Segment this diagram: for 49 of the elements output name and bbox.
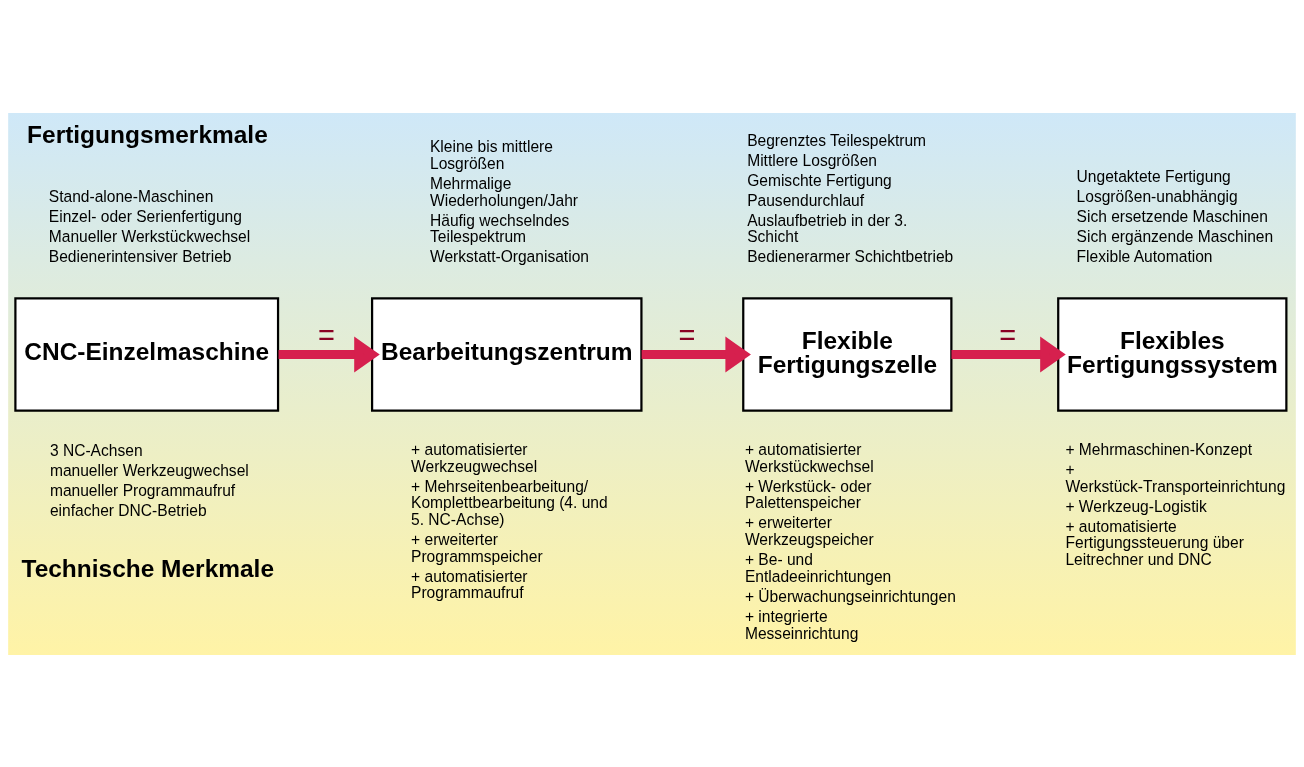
- node-label: Kleine bis mittlere Losgrößen: [429, 137, 553, 172]
- node-label: Häufig wechselndes Teilespektrum: [429, 211, 570, 245]
- node-label: Begrenztes Teilespektrum: [747, 131, 927, 148]
- node-label: Sich ersetzende Maschinen: [1076, 207, 1268, 225]
- node-label: Pausendurchlauf: [747, 191, 865, 209]
- node-box: Flexibles Fertigungssystem: [1057, 296, 1288, 412]
- node-label: Losgrößen-unabhängig: [1076, 187, 1238, 205]
- node-label: + automatisierter Programmaufruf: [411, 567, 528, 601]
- node-label: + Werkstück- oder Palettenspeicher: [744, 477, 872, 511]
- node-label: Mittlere Losgrößen: [747, 151, 878, 169]
- node-label: + erweiterter Werkzeugspeicher: [744, 513, 874, 548]
- node-label: Flexible Automation: [1076, 247, 1213, 265]
- node-label: + Werkstück-Transporteinrichtung: [1065, 460, 1286, 495]
- node-label: + automatisierter Werkstückwechsel: [744, 440, 874, 475]
- node-box: Flexible Fertigungszelle: [742, 296, 953, 412]
- node-label: manueller Programmaufruf: [49, 481, 236, 499]
- node-label: Ungetaktete Fertigung: [1076, 167, 1231, 185]
- arrow: [641, 336, 751, 372]
- arrow: [951, 336, 1066, 372]
- node-label: + Mehrseitenbearbeitung/ Komplettbearbeitung (4. und 5. NC-Achse): [411, 477, 608, 528]
- node-box: CNC-Einzelmaschine: [14, 296, 280, 412]
- node-label: Gemischte Fertigung: [747, 171, 892, 189]
- node-label: Manueller Werkstückwechsel: [48, 227, 251, 245]
- node-label: Bedienerarmer Schichtbetrieb: [747, 247, 954, 265]
- node-label: Bedienerintensiver Betrieb: [48, 247, 232, 265]
- edge-label: =: [999, 318, 1017, 351]
- label: Technische Merkmale: [21, 554, 275, 582]
- node-label: Sich ergänzende Maschinen: [1076, 227, 1274, 245]
- edge-label: =: [318, 318, 335, 351]
- node-label: + Mehrmaschinen-Konzept: [1065, 440, 1253, 458]
- node-label: Stand-alone-Maschinen: [48, 187, 214, 205]
- node-label: einfacher DNC-Betrieb: [49, 501, 207, 519]
- node-label: manueller Werkzeugwechsel: [49, 461, 249, 479]
- label: Fertigungsmerkmale: [27, 120, 268, 148]
- node-label: + erweiterter Programmspeicher: [411, 530, 543, 565]
- node-label: Auslaufbetrieb in der 3. Schicht: [747, 211, 908, 245]
- node-label: Werkstatt-Organisation: [429, 247, 589, 265]
- node-label: + integrierte Messeinrichtung: [744, 607, 859, 642]
- node-label: + Werkzeug-Logistik: [1065, 497, 1207, 515]
- node-label: + automatisierter Werkzeugwechsel: [411, 440, 538, 475]
- node-label: 3 NC-Achsen: [49, 441, 143, 459]
- node-label: + Be- und Entladeeinrichtungen: [744, 550, 892, 585]
- arrow: [278, 336, 380, 372]
- node-label: Mehrmalige Wiederholungen/Jahr: [429, 174, 579, 209]
- node-label: + automatisierte Fertigungssteuerung über Leitrechner und DNC: [1065, 517, 1244, 568]
- node-label: Einzel- oder Serienfertigung: [48, 207, 242, 225]
- node-box: Bearbeitungszentrum: [371, 296, 643, 412]
- node-label: + Überwachungseinrichtungen: [744, 587, 956, 605]
- edge-label: =: [678, 318, 696, 351]
